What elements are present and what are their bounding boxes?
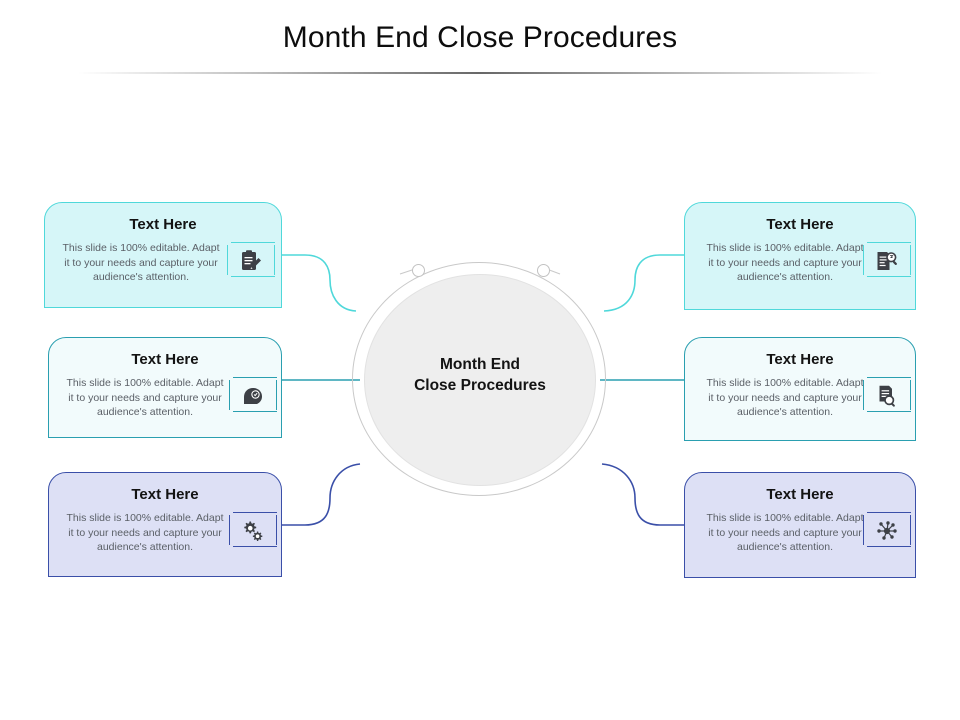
icon-frame	[863, 512, 911, 554]
document-search-icon	[873, 247, 901, 274]
hub-outer-ring	[352, 262, 606, 496]
icon-frame	[227, 242, 275, 284]
hub-label: Month End Close Procedures	[414, 356, 546, 394]
head-brain-idea-icon	[239, 382, 267, 409]
card-body: This slide is 100% editable. Adapt it to…	[706, 242, 864, 283]
title-divider	[78, 72, 882, 74]
clipboard-edit-icon	[237, 247, 265, 274]
card-title: Text Here	[129, 216, 197, 233]
card-left-2[interactable]: Text Here This slide is 100% editable. A…	[48, 337, 282, 438]
connector-right-3	[601, 463, 684, 526]
card-right-1[interactable]: Text Here This slide is 100% editable. A…	[684, 202, 916, 310]
connector-right-1	[603, 254, 684, 312]
document-magnifier-icon	[873, 382, 901, 409]
card-title: Text Here	[766, 216, 834, 233]
hub-node-dot-right	[537, 264, 550, 277]
card-body: This slide is 100% editable. Adapt it to…	[66, 377, 224, 418]
card-left-3[interactable]: Text Here This slide is 100% editable. A…	[48, 472, 282, 577]
card-right-2[interactable]: Text Here This slide is 100% editable. A…	[684, 337, 916, 441]
network-hub-icon	[873, 517, 901, 544]
card-right-3[interactable]: Text Here This slide is 100% editable. A…	[684, 472, 916, 578]
icon-frame	[229, 377, 277, 419]
card-body: This slide is 100% editable. Adapt it to…	[66, 512, 224, 553]
card-title: Text Here	[766, 351, 834, 368]
card-title: Text Here	[131, 351, 199, 368]
gears-settings-icon	[239, 517, 267, 544]
card-body: This slide is 100% editable. Adapt it to…	[706, 512, 864, 553]
card-left-1[interactable]: Text Here This slide is 100% editable. A…	[44, 202, 282, 308]
card-body: This slide is 100% editable. Adapt it to…	[62, 242, 220, 283]
center-hub: Month End Close Procedures	[352, 262, 608, 498]
connector-left-1	[281, 254, 357, 312]
icon-frame	[863, 242, 911, 284]
page-title: Month End Close Procedures	[282, 21, 678, 54]
icon-frame	[863, 377, 911, 419]
hub-inner-disc	[364, 274, 596, 486]
connector-left-3	[281, 463, 361, 526]
icon-frame	[229, 512, 277, 554]
card-title: Text Here	[131, 486, 199, 503]
card-title: Text Here	[766, 486, 834, 503]
hub-node-dot-left	[412, 264, 425, 277]
card-body: This slide is 100% editable. Adapt it to…	[706, 377, 864, 418]
